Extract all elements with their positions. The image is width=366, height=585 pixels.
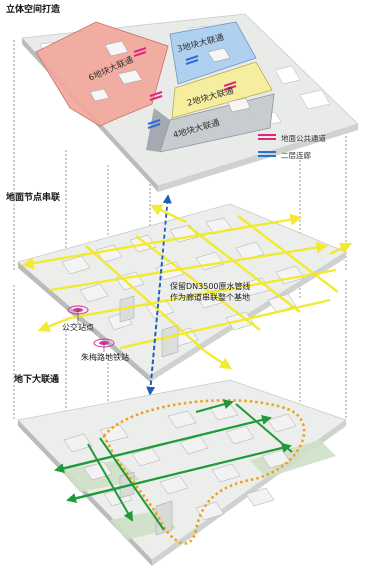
legend-ground-passage-label: 地面公共通道: [281, 133, 326, 143]
zone-2: [171, 61, 273, 119]
pipe-note-line1: 保留DN3500原水管线: [170, 281, 251, 291]
legend-ground-passage: 地面公共通道: [258, 133, 326, 143]
top-blue-markers: [147, 55, 199, 129]
legend-second-floor-link-label: 二层连廊: [281, 150, 311, 160]
bottom-section-title: 地下大联通: [14, 373, 59, 385]
zone-4-slope: [146, 108, 170, 152]
legend-second-floor-link: 二层连廊: [258, 150, 311, 160]
middle-tall-buildings: [119, 295, 179, 358]
bottom-layer: [17, 379, 347, 566]
green-arrows: [54, 399, 293, 531]
pipe-corridor: [149, 194, 172, 393]
top-pink-markers: [133, 47, 237, 101]
metro-station-label: 朱梅路地铁站: [81, 352, 129, 362]
mid-section-title: 地面节点串联: [6, 191, 61, 203]
metro-station-icon: [93, 338, 115, 352]
top-layer: 6地块大联通 3地块大联通 2地块大联通 4地块大联通: [21, 13, 359, 192]
bus-stop-label: 公交站点: [62, 322, 94, 332]
pipe-note-line2: 作为廊道串联整个基地: [170, 292, 250, 302]
legend: 地面公共通道 二层连廊: [258, 133, 326, 160]
zone-6: [35, 21, 169, 127]
middle-layer-slab-edge: [18, 262, 150, 382]
top-layer-slab-edge-right: [158, 124, 358, 192]
top-section-title: 立体空间打造: [6, 3, 61, 15]
pipe-corridor-back: [146, 261, 163, 396]
top-zone-buildings: [89, 40, 251, 113]
middle-layer: 保留DN3500原水管线 作为廊道串联整个基地 公交站点 朱梅路地铁站: [17, 194, 353, 396]
bottom-tall-buildings: [119, 471, 173, 536]
bus-stop-icon: [67, 305, 89, 324]
